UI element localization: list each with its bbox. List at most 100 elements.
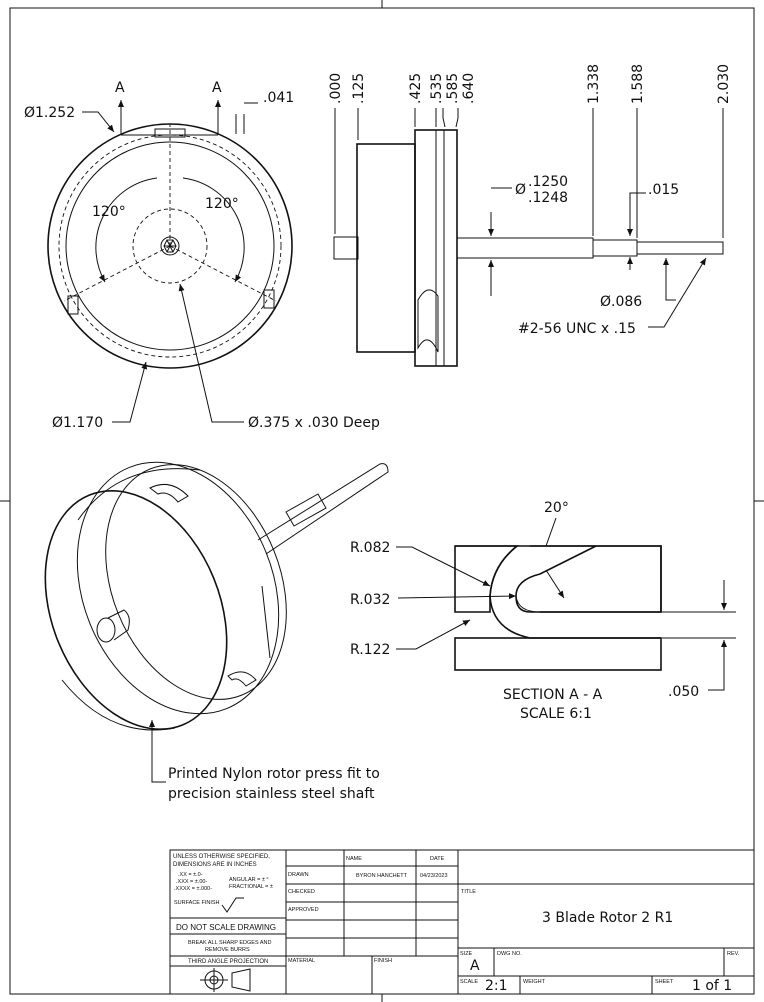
shaft-iso: [257, 463, 389, 555]
blade-slot: [154, 128, 186, 138]
thread-leader: [648, 257, 707, 328]
station-585: .585: [445, 73, 461, 104]
dim-outer-diameter: Ø1.252: [24, 105, 75, 121]
blade-line-left: [63, 245, 171, 302]
tb-label-size: SIZE: [460, 951, 473, 957]
station-535: .535: [429, 73, 445, 104]
shaft-left-stub: [333, 236, 359, 260]
hub-stub-iso: [96, 609, 130, 643]
iso-note-line1: Printed Nylon rotor press fit to: [168, 766, 380, 782]
rotor-front-face: [44, 490, 228, 730]
shaft-step-iso: [285, 493, 327, 527]
dim-inner-diameter: Ø1.170: [52, 415, 103, 431]
pocket-leader: [178, 283, 244, 423]
blade-iso: [227, 671, 257, 687]
dim-step: .015: [648, 182, 679, 198]
ext-line: [442, 108, 446, 128]
dim-shaft-dia-lower: .1248: [528, 190, 568, 206]
step-leader: [627, 192, 646, 236]
tb-col-date: DATE: [430, 856, 445, 862]
dim-tip-dia: Ø.086: [600, 294, 642, 310]
station-1588: 1.588: [630, 64, 646, 104]
shaft-main: [456, 237, 594, 259]
tb-projection: THIRD ANGLE PROJECTION: [188, 959, 268, 965]
radius3-leader: [396, 619, 471, 650]
shaft-thread: [636, 241, 724, 255]
rotor-inner-edge: [58, 134, 282, 358]
rotor-rim-line: [65, 141, 275, 351]
ext-line: [455, 108, 459, 128]
tb-label-dwg-no: DWG NO.: [497, 951, 522, 957]
sheet-border: [9, 7, 755, 995]
iso-note-line2: precision stainless steel shaft: [168, 786, 375, 802]
tb-do-not-scale: DO NOT SCALE DRAWING: [176, 923, 276, 932]
tb-scale: 2:1: [485, 978, 508, 994]
hub-pocket: [132, 208, 208, 284]
tb-label-material: MATERIAL: [288, 958, 315, 964]
tb-label-sheet: SHEET: [655, 979, 674, 985]
angle-arc-left: [95, 177, 158, 283]
radius2-leader: [397, 593, 517, 600]
section-gap: .050: [668, 684, 699, 700]
radius1-leader: [396, 546, 491, 587]
station-425: .425: [408, 73, 424, 104]
radius-leader-inner: [545, 569, 565, 599]
tb-sheet: 1 of 1: [692, 978, 732, 994]
section-upper-solid: [454, 545, 662, 613]
section-caption-2: SCALE 6:1: [520, 706, 592, 722]
note-leader: [149, 720, 166, 783]
section-radius1: R.082: [350, 540, 390, 556]
blade-slot: [263, 289, 275, 309]
rotor-flange-iso: [105, 464, 287, 700]
tb-label-finish: FINISH: [374, 958, 392, 964]
tb-label-scale: SCALE: [460, 979, 478, 985]
dim-angle-left: 120°: [92, 204, 126, 220]
section-radius3: R.122: [350, 642, 390, 658]
blade-slot: [67, 295, 79, 315]
tb-label-weight: WEIGHT: [523, 979, 546, 985]
tb-break-edges-1: BREAK ALL SHARP EDGES AND: [188, 940, 271, 946]
outer-diameter-leader: [82, 111, 115, 133]
tip-dia-leader: [663, 258, 676, 301]
side-view: .000 .125 .425 .535 .585 .640 1.338 1.58…: [328, 64, 732, 367]
tb-unless-1: UNLESS OTHERWISE SPECIFIED,: [173, 854, 270, 860]
dim-shaft-dia-prefix: Ø: [515, 182, 526, 198]
tb-label-title: TITLE: [461, 889, 476, 895]
tb-tol-angular: ANGULAR = ± °: [229, 877, 269, 883]
tb-unless-2: DIMENSIONS ARE IN INCHES: [173, 862, 257, 868]
title-block: UNLESS OTHERWISE SPECIFIED, DIMENSIONS A…: [169, 849, 755, 995]
rotor-back-face: [76, 461, 280, 715]
angle-arc-right: [182, 177, 245, 283]
station-125: .125: [351, 73, 367, 104]
tb-row-drawn: DRAWN: [288, 872, 309, 878]
station-1338: 1.338: [586, 64, 602, 104]
blade-slot-side: [417, 289, 439, 353]
front-view: A A .041 Ø1.252 120° 120° Ø1.170 Ø.375 x…: [24, 80, 380, 431]
section-groove-tip: [515, 573, 541, 613]
tb-tol-xxxx: .XXXX = ±.000-: [174, 886, 212, 892]
tb-tol-xx: .XX = ±.0-: [178, 872, 203, 878]
rotor-body: [356, 143, 416, 353]
rotor-rim: [61, 468, 201, 731]
surface-finish-symbol: [221, 897, 244, 913]
tb-tol-xxx: .XXX = ±.00-: [176, 879, 207, 885]
tb-drawn-by: BYRON HANCHETT: [356, 873, 408, 879]
tb-row-checked: CHECKED: [288, 889, 315, 895]
tb-tol-fractional: FRACTIONAL = ±: [229, 884, 273, 890]
blade-line-right: [169, 245, 277, 302]
tb-break-edges-2: REMOVE BURRS: [205, 947, 250, 953]
dim-slot-width: .041: [263, 90, 294, 106]
iso-view: Printed Nylon rotor press fit to precisi…: [44, 461, 389, 802]
section-letter-right: A: [212, 80, 222, 96]
tb-size: A: [470, 958, 480, 974]
station-640: .640: [461, 73, 477, 104]
section-upper-block: [455, 545, 662, 613]
section-letter-left: A: [115, 80, 125, 96]
station-000: .000: [328, 73, 344, 104]
flange-groove: [261, 585, 271, 659]
projection-symbol: [200, 968, 251, 992]
section-view: 20° R.082 R.032 R.122 .050 SECTION A - A…: [350, 500, 736, 722]
dim-angle-right: 120°: [205, 196, 239, 212]
angle-leader: [545, 517, 557, 547]
